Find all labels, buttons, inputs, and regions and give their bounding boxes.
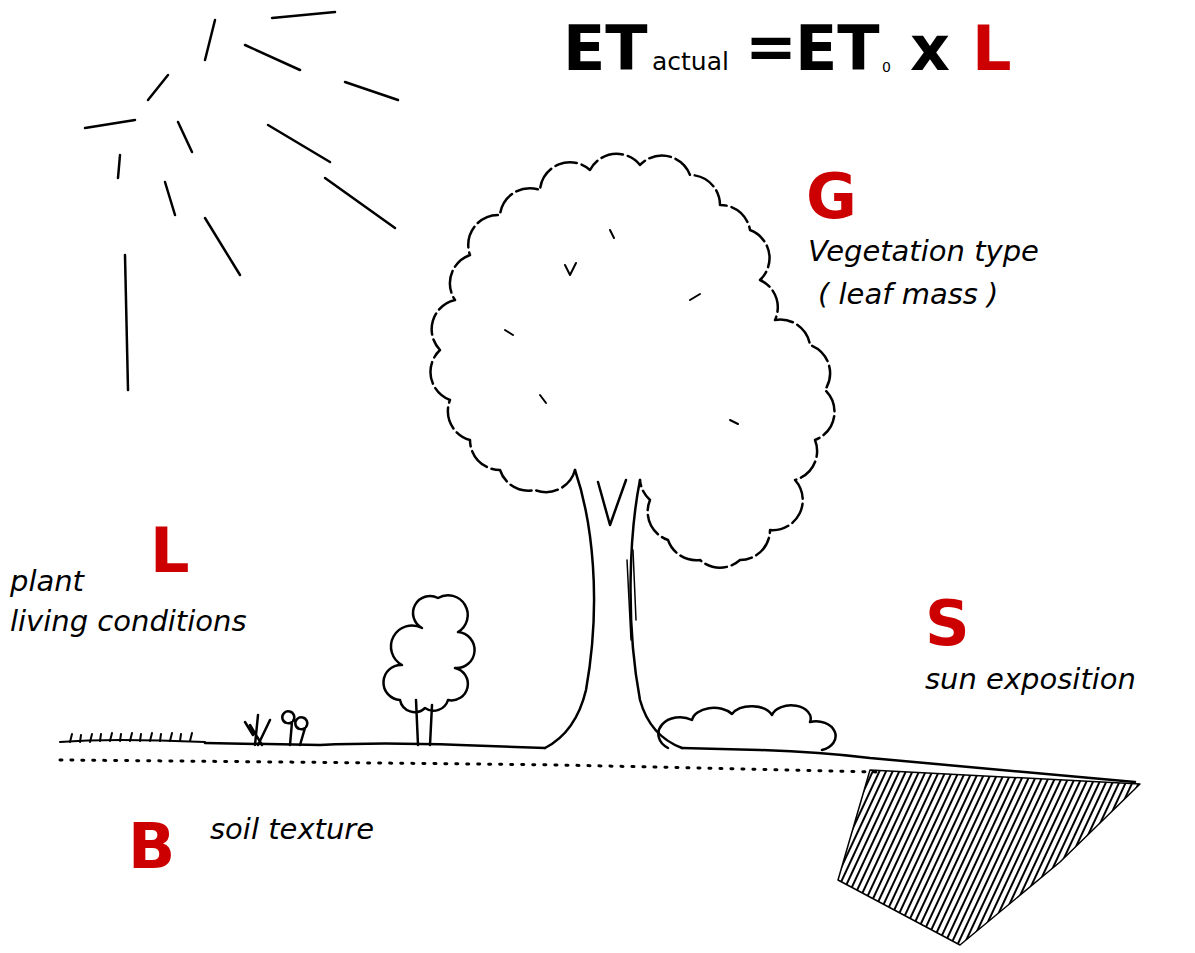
factor-description: soil texture [210,815,374,844]
sun-rays [85,12,398,390]
grass [60,733,205,742]
shrub [383,595,474,745]
formula-term: ET [563,18,648,80]
shaded-slope [838,770,1140,945]
formula-factor: L [972,18,1012,80]
factor-letter: S [925,593,970,655]
factor-description: plant [10,567,84,596]
formula-operator: x [910,18,950,80]
formula-operator: = [745,16,797,78]
factor-description: sun exposition [925,665,1136,694]
tree-trunk [545,470,682,748]
factor-description: living conditions [10,607,247,636]
factor-description: ( leaf mass ) [818,280,998,309]
factor-letter: G [806,166,857,228]
tree-canopy [431,154,835,568]
factor-letter: B [128,816,175,878]
small-plants [245,711,307,745]
formula-subscript: actual [652,49,729,74]
canopy-marks [505,230,738,424]
formula-term: ET [795,18,880,80]
factor-letter: L [150,520,190,582]
bushes [658,705,835,750]
formula-subscript: 0 [882,60,891,74]
soil-dots [60,760,880,772]
factor-description: Vegetation type [808,237,1039,266]
